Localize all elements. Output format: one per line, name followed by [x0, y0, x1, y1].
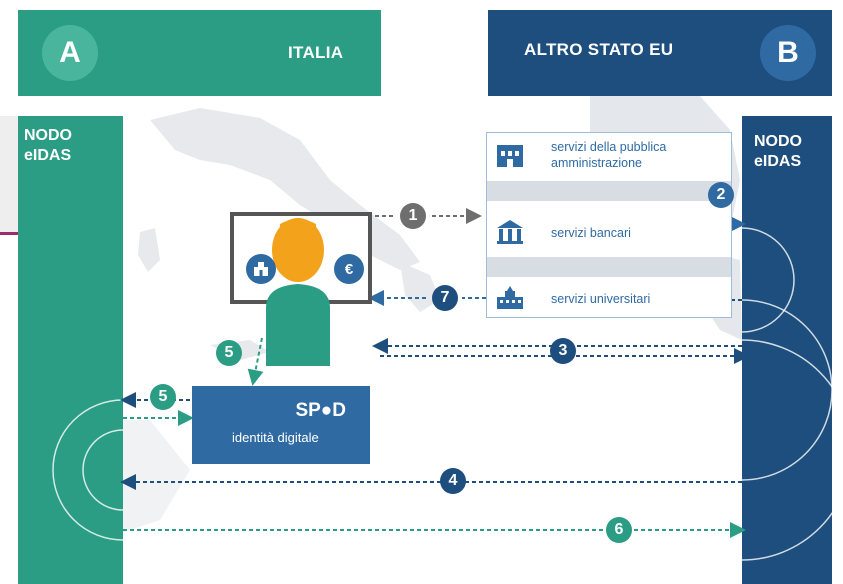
service-separator [487, 181, 731, 201]
service-universitari[interactable]: servizi universitari [487, 277, 731, 321]
step-6: 6 [606, 517, 632, 543]
badge-a: A [42, 25, 98, 81]
spid-identita-digitale[interactable]: SP●D identità digitale [192, 386, 370, 464]
building-icon [497, 145, 523, 167]
service-label-1b: amministrazione [551, 156, 643, 170]
header-italia: A ITALIA [18, 10, 381, 96]
node-left-line2: eIDAS [24, 147, 72, 164]
step-1: 1 [400, 203, 426, 229]
step-5-upper: 5 [216, 340, 242, 366]
spid-logo: SP●D [295, 400, 346, 421]
left-edge-panel [0, 116, 18, 232]
badge-b: B [760, 25, 816, 81]
node-right-line1: NODO [754, 133, 802, 150]
bank-icon [497, 220, 523, 244]
step-7: 7 [432, 285, 458, 311]
step-2: 2 [708, 182, 734, 208]
node-right-line2: eIDAS [754, 153, 802, 170]
service-pubblica-amministrazione[interactable]: servizi della pubblica amministrazione [487, 133, 731, 177]
header-altro-stato: ALTRO STATO EU B [488, 10, 832, 96]
step-3: 3 [550, 338, 576, 364]
services-panel: servizi della pubblica amministrazione s… [486, 132, 732, 318]
institution-icon [246, 254, 276, 284]
service-separator [487, 257, 731, 277]
service-bancari[interactable]: servizi bancari [487, 209, 731, 253]
spid-subtitle: identità digitale [232, 430, 319, 445]
header-italia-title: ITALIA [288, 43, 344, 62]
user-at-computer [230, 212, 372, 366]
step-5-lower: 5 [150, 384, 176, 410]
header-altro-stato-title: ALTRO STATO EU [524, 40, 674, 59]
service-label-1a: servizi della pubblica [551, 140, 667, 154]
node-left-line1: NODO [24, 127, 72, 144]
university-icon [497, 286, 523, 309]
step-4: 4 [440, 468, 466, 494]
service-label-3: servizi universitari [551, 292, 651, 306]
euro-icon: € [334, 254, 364, 284]
service-label-2: servizi bancari [551, 226, 631, 240]
